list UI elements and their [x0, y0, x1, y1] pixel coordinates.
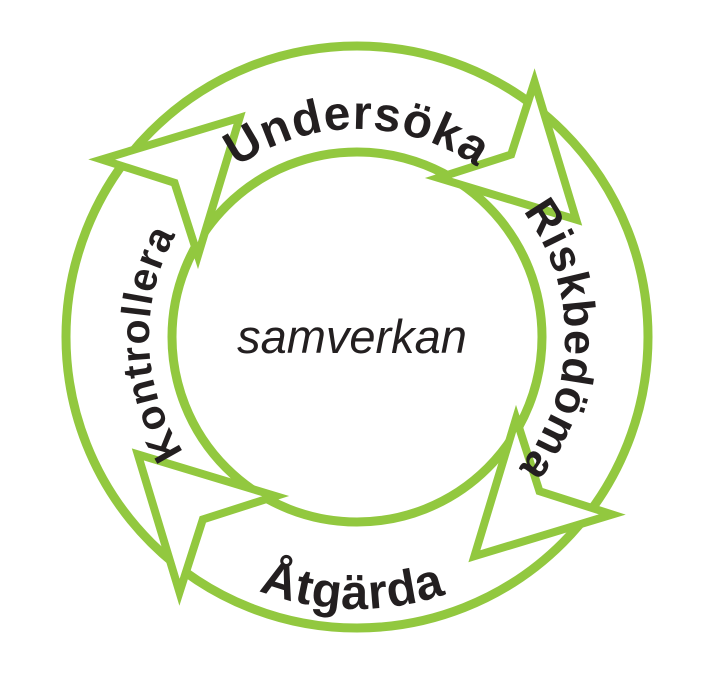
outer-ring-circle [61, 41, 653, 633]
step-label-riskbedoma: Riskbedöma [510, 189, 606, 493]
step-label-riskbedoma-text: Riskbedöma [510, 189, 605, 493]
inner-ring-circle [167, 147, 547, 527]
step-label-kontrollera-text: Kontrollera [112, 217, 190, 470]
step-label-undersoka: Undersöka [215, 87, 500, 177]
step-label-undersoka-text: Undersöka [215, 87, 499, 177]
center-label: samverkan [237, 310, 467, 363]
step-label-atgarda: Åtgärda [255, 550, 450, 620]
step-label-kontrollera: Kontrollera [112, 217, 191, 470]
step-label-atgarda-text: Åtgärda [255, 550, 449, 620]
